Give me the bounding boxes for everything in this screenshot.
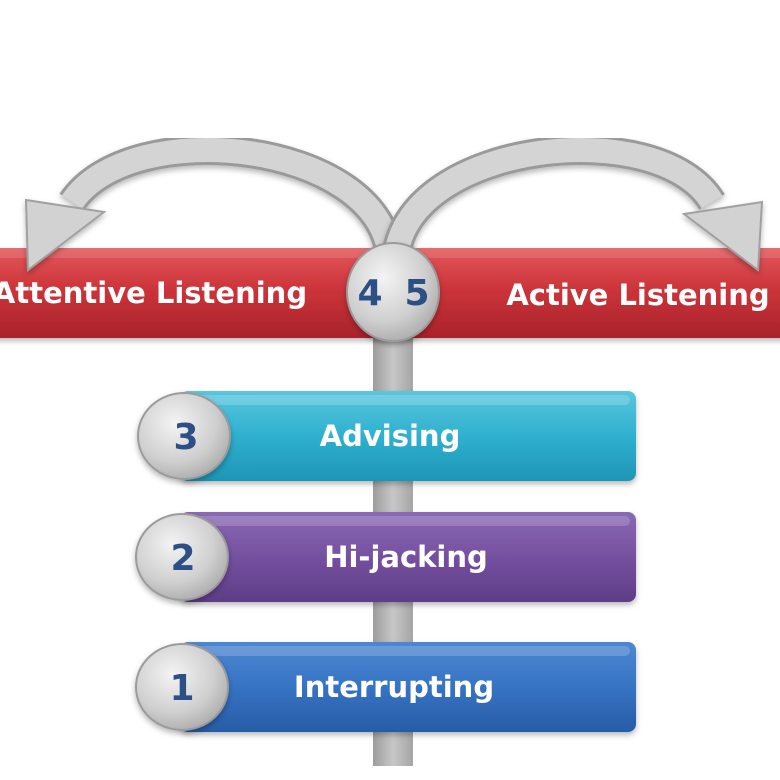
active-listening-label: Active Listening: [506, 278, 769, 312]
step-number-2: 2: [170, 538, 195, 579]
step-number-5: 5: [404, 273, 429, 314]
arrow-to-attentive-listening: [24, 135, 405, 272]
advising-number-circle: [137, 392, 231, 480]
hijacking-bar: [180, 512, 636, 602]
step-advising: 3 Advising: [137, 391, 636, 481]
hijacking-number-circle: [135, 513, 229, 601]
step-number-3: 3: [173, 417, 198, 458]
advising-label: Advising: [320, 419, 461, 453]
step-interrupting: 1 Interrupting: [135, 642, 636, 732]
interrupting-number-circle: [135, 643, 229, 731]
center-number-badge: [346, 242, 440, 342]
interrupting-bar: [180, 642, 636, 732]
advising-bar: [180, 391, 636, 481]
step-hijacking: 2 Hi-jacking: [135, 512, 636, 602]
arrow-to-active-listening: [381, 135, 764, 272]
hijacking-label: Hi-jacking: [324, 540, 488, 574]
step-number-1: 1: [169, 668, 194, 709]
interrupting-label: Interrupting: [294, 670, 494, 704]
attentive-listening-label: Attentive Listening: [0, 276, 307, 310]
step-number-4: 4: [357, 273, 382, 314]
